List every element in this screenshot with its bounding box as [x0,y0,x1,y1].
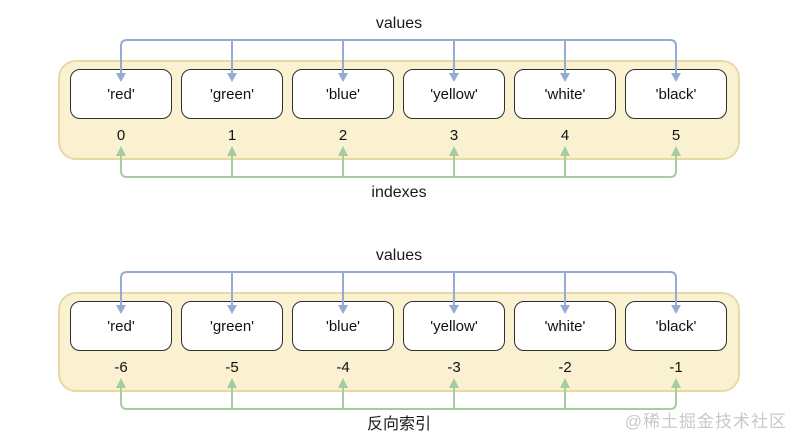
positive-index-group: values 'red' 'green' 'blue' 'yellow' 'wh… [58,15,740,201]
list-item-box: 'yellow' [403,69,505,119]
index-label: 3 [449,127,459,144]
values-label: values [375,247,423,264]
index-label: -2 [558,359,572,376]
list-item-box: 'black' [625,69,727,119]
list-item-box: 'red' [70,69,172,119]
list-item-box: 'red' [70,301,172,351]
index-label: 4 [560,127,570,144]
list-item-box: 'yellow' [403,301,505,351]
list-item-box: 'white' [514,69,616,119]
watermark: @稀土掘金技术社区 [624,412,787,431]
index-label: 2 [338,127,348,144]
list-item-box: 'white' [514,301,616,351]
reverse-indexes-label: 反向索引 [366,416,431,433]
indexes-label: indexes [371,184,427,201]
index-label: 5 [671,127,681,144]
list-item-box: 'green' [181,301,283,351]
values-label: values [375,15,423,32]
index-label: -6 [114,359,128,376]
list-item-box: 'green' [181,69,283,119]
list-item-box: 'blue' [292,69,394,119]
index-label: -5 [225,359,239,376]
list-item-box: 'black' [625,301,727,351]
index-label: -3 [447,359,461,376]
index-label: -1 [669,359,683,376]
list-item-box: 'blue' [292,301,394,351]
index-label: 1 [227,127,237,144]
index-label: -4 [336,359,350,376]
index-label: 0 [116,127,126,144]
